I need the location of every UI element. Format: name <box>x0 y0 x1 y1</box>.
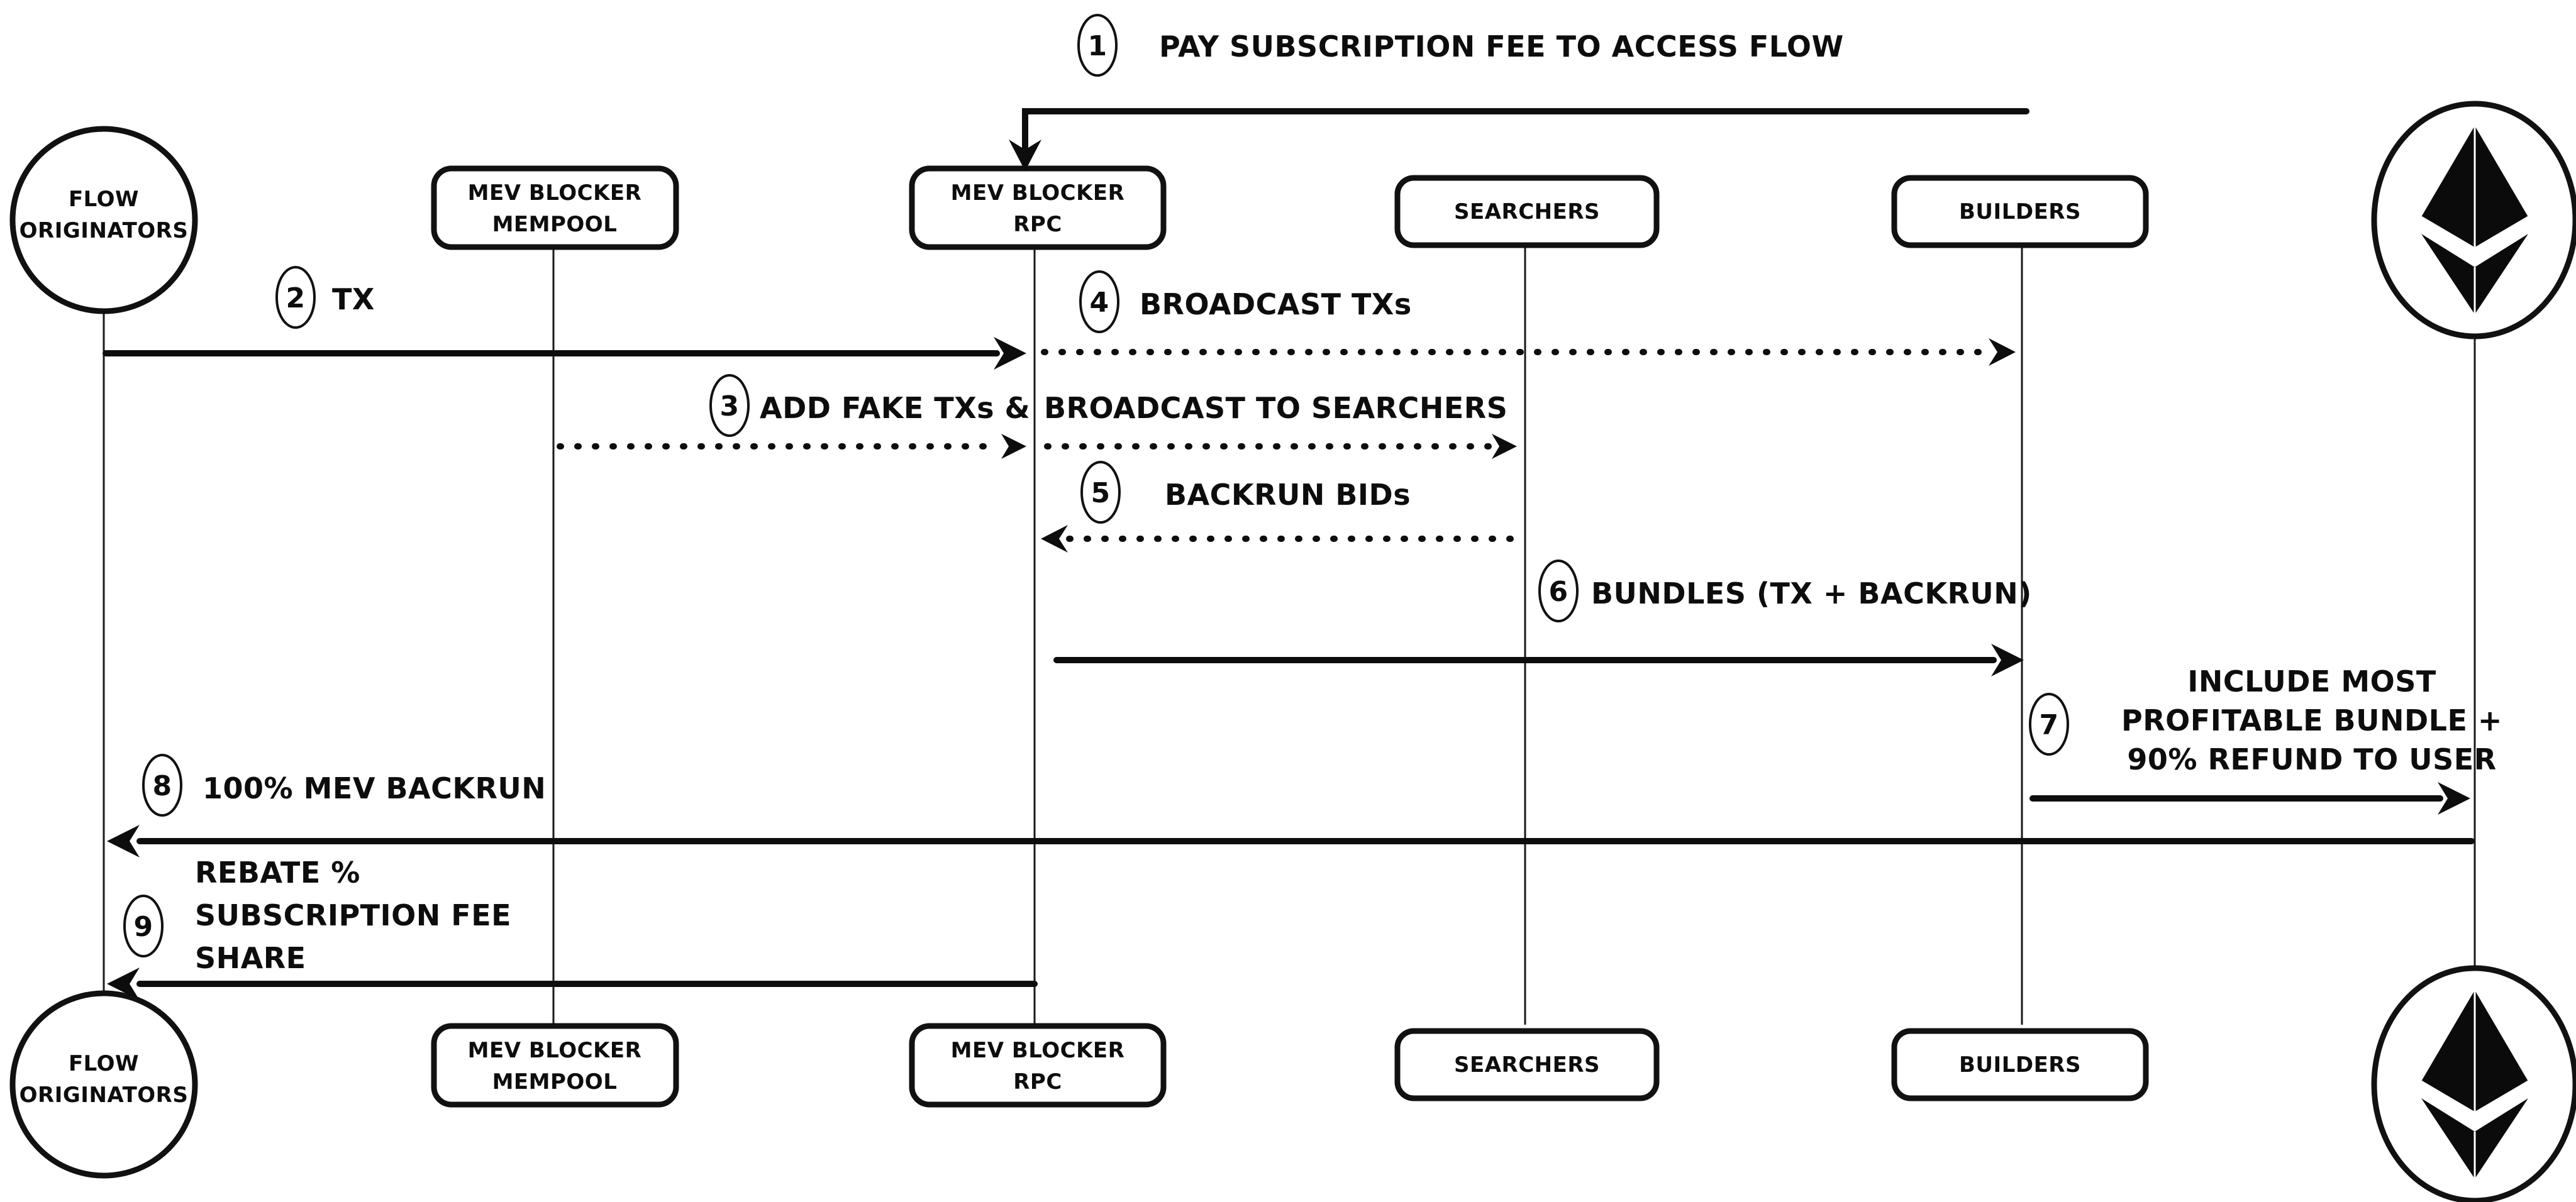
message-9-label-line3: SHARE <box>195 941 306 975</box>
mev-blocker-mempool-bottom-label-line2: MEMPOOL <box>492 1069 618 1094</box>
participant-builders-top[interactable]: BUILDERS <box>1891 175 2149 248</box>
message-3-arrowhead-b <box>1492 434 1517 459</box>
participant-mev-blocker-rpc-top[interactable]: MEV BLOCKER RPC <box>909 165 1167 250</box>
message-5[interactable]: 5 BACKRUN BIDs <box>1041 461 1525 553</box>
mev-blocker-rpc-bottom-label-line1: MEV BLOCKER <box>951 1038 1125 1063</box>
searchers-box <box>1394 175 1660 248</box>
message-7-label-line2: PROFITABLE BUNDLE + <box>2121 703 2502 737</box>
builders-box <box>1891 175 2149 248</box>
participant-searchers-bottom[interactable]: SEARCHERS <box>1394 1028 1660 1101</box>
message-9[interactable]: 9 REBATE % SUBSCRIPTION FEE SHARE <box>107 856 1038 1000</box>
builders-label: BUILDERS <box>1959 199 2081 224</box>
mev-blocker-rpc-box-bottom <box>909 1023 1167 1108</box>
message-5-label: BACKRUN BIDs <box>1165 478 1411 512</box>
participant-flow-originators-top[interactable]: FLOW ORIGINATORS <box>9 126 198 314</box>
message-6-arrowhead <box>1991 644 2024 676</box>
message-8[interactable]: 8 100% MEV BACKRUN <box>107 754 2475 857</box>
builders-box-bottom <box>1891 1028 2149 1101</box>
message-9-label-line2: SUBSCRIPTION FEE <box>195 898 511 932</box>
ethereum-icon-bottom <box>2421 990 2529 1179</box>
message-9-label-line1: REBATE % <box>195 856 360 890</box>
mev-blocker-rpc-label-line2: RPC <box>1013 212 1062 237</box>
message-3-arrowhead-a <box>1001 434 1026 459</box>
message-2-number: 2 <box>286 282 305 314</box>
message-5-number-badge <box>1080 461 1121 524</box>
message-6-number-badge <box>1538 560 1579 622</box>
participant-ethereum-bottom[interactable] <box>2371 965 2576 1202</box>
message-1-number: 1 <box>1087 30 1107 62</box>
flow-originators-bottom-label-line2: ORIGINATORS <box>19 1083 189 1108</box>
message-9-number: 9 <box>133 911 153 943</box>
message-5-arrowhead <box>1041 525 1068 553</box>
message-7-arrowhead <box>2438 782 2470 815</box>
message-8-arrowhead <box>107 825 140 857</box>
message-2-label: TX <box>332 282 375 316</box>
message-3[interactable]: 3 ADD FAKE TXs & BROADCAST TO SEARCHERS <box>557 374 1517 459</box>
message-3-label-b: BROADCAST TO SEARCHERS <box>1044 391 1507 425</box>
message-8-number: 8 <box>152 770 172 802</box>
mev-blocker-mempool-label-line1: MEV BLOCKER <box>468 180 642 206</box>
message-8-number-badge <box>142 754 182 817</box>
message-4[interactable]: 4 BROADCAST TXs <box>1041 270 2016 366</box>
participant-mev-blocker-rpc-bottom[interactable]: MEV BLOCKER RPC <box>909 1023 1167 1108</box>
mev-blocker-rpc-label-line1: MEV BLOCKER <box>951 180 1125 206</box>
builders-bottom-label: BUILDERS <box>1959 1052 2081 1078</box>
mev-blocker-mempool-box-bottom <box>431 1023 679 1108</box>
mev-blocker-rpc-box <box>909 165 1167 250</box>
message-1-label: PAY SUBSCRIPTION FEE TO ACCESS FLOW <box>1159 30 1844 63</box>
ethereum-icon <box>2421 126 2529 314</box>
message-5-number: 5 <box>1091 477 1110 509</box>
participant-flow-originators-bottom[interactable]: FLOW ORIGINATORS <box>9 990 198 1179</box>
message-6[interactable]: 6 BUNDLES (TX + BACKRUN) <box>1053 560 2032 676</box>
message-3-number: 3 <box>719 390 739 422</box>
message-7-number-badge <box>2029 693 2069 756</box>
message-9-number-badge <box>123 895 164 957</box>
lifelines <box>103 239 2476 1025</box>
message-6-label: BUNDLES (TX + BACKRUN) <box>1591 576 2032 610</box>
message-2[interactable]: 2 TX <box>103 266 1026 370</box>
mev-blocker-mempool-bottom-label-line1: MEV BLOCKER <box>468 1038 642 1063</box>
message-6-number: 6 <box>1548 576 1568 608</box>
flow-originators-bottom-label-line1: FLOW <box>69 1051 139 1076</box>
flow-originators-ellipse-bottom <box>9 990 198 1179</box>
message-8-label: 100% MEV BACKRUN <box>203 771 546 805</box>
message-4-number: 4 <box>1089 287 1109 319</box>
message-7[interactable]: 7 INCLUDE MOST PROFITABLE BUNDLE + 90% R… <box>2029 664 2502 815</box>
message-1-line <box>1022 108 2029 157</box>
participant-mev-blocker-mempool-top[interactable]: MEV BLOCKER MEMPOOL <box>431 165 679 250</box>
mev-blocker-rpc-bottom-label-line2: RPC <box>1013 1069 1062 1094</box>
message-1-number-badge <box>1077 14 1118 77</box>
participant-searchers-top[interactable]: SEARCHERS <box>1394 175 1660 248</box>
message-4-label: BROADCAST TXs <box>1140 287 1412 321</box>
message-7-number: 7 <box>2039 709 2058 741</box>
message-2-number-badge <box>275 266 316 329</box>
searchers-box-bottom <box>1394 1028 1660 1101</box>
message-7-label-line1: INCLUDE MOST <box>2187 664 2436 698</box>
message-2-arrowhead <box>994 337 1026 370</box>
flow-originators-label-line1: FLOW <box>69 187 139 212</box>
participant-ethereum-top[interactable] <box>2371 101 2576 339</box>
message-4-number-badge <box>1079 270 1119 333</box>
searchers-bottom-label: SEARCHERS <box>1454 1052 1600 1078</box>
mev-blocker-mempool-label-line2: MEMPOOL <box>492 212 618 237</box>
participant-mev-blocker-mempool-bottom[interactable]: MEV BLOCKER MEMPOOL <box>431 1023 679 1108</box>
message-3-number-badge <box>709 374 750 437</box>
flow-originators-label-line2: ORIGINATORS <box>19 218 189 243</box>
message-7-label-line3: 90% REFUND TO USER <box>2127 742 2496 776</box>
message-1-arrowhead <box>1009 140 1041 171</box>
message-9-arrowhead <box>107 968 140 1000</box>
message-3-label-a: ADD FAKE TXs & <box>760 391 1030 425</box>
participant-builders-bottom[interactable]: BUILDERS <box>1891 1028 2149 1101</box>
mev-blocker-mempool-box <box>431 165 679 250</box>
flow-originators-ellipse <box>9 126 198 314</box>
message-1[interactable]: 1 PAY SUBSCRIPTION FEE TO ACCESS FLOW <box>1009 14 2029 171</box>
searchers-label: SEARCHERS <box>1454 199 1600 224</box>
message-4-arrowhead <box>1989 338 2016 366</box>
